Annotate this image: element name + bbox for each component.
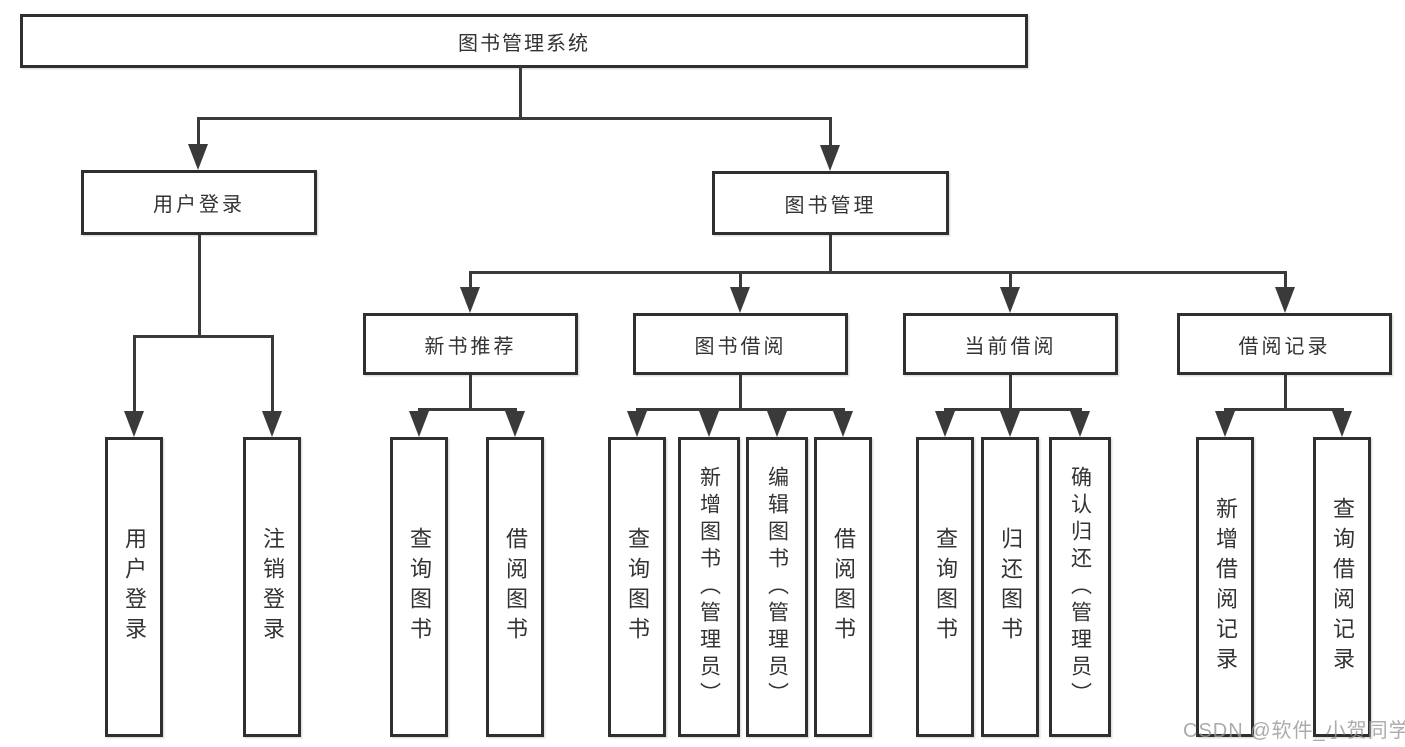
- connector-line: [198, 235, 201, 338]
- node-borrow-records: 借阅记录: [1177, 313, 1392, 375]
- connector-line: [739, 271, 742, 289]
- connector-line: [944, 408, 1082, 411]
- node-new-book-recommend: 新书推荐: [363, 313, 578, 375]
- leaf-borrow-books-borrow: 借阅图书: [814, 437, 872, 737]
- arrow-down-icon: [460, 287, 480, 313]
- leaf-user-login: 用户登录: [105, 437, 163, 737]
- arrow-down-icon: [820, 145, 840, 171]
- connector-line: [133, 335, 136, 413]
- arrow-down-icon: [409, 411, 429, 437]
- node-user-login: 用户登录: [81, 170, 317, 235]
- leaf-add-borrow-record: 新增借阅记录: [1196, 437, 1254, 737]
- connector-line: [1284, 375, 1287, 411]
- node-book-management: 图书管理: [712, 171, 949, 235]
- connector-line: [469, 271, 472, 289]
- connector-line: [1009, 375, 1012, 411]
- arrow-down-icon: [505, 411, 525, 437]
- leaf-edit-book-admin: 编辑图书（管理员）: [746, 437, 808, 737]
- arrow-down-icon: [1070, 411, 1090, 437]
- connector-line: [829, 235, 832, 274]
- connector-line: [636, 408, 845, 411]
- leaf-borrow-books-recommend: 借阅图书: [486, 437, 544, 737]
- arrow-down-icon: [833, 411, 853, 437]
- connector-line: [1009, 271, 1012, 289]
- arrow-down-icon: [262, 411, 282, 437]
- leaf-query-books-current: 查询图书: [916, 437, 974, 737]
- leaf-query-books-recommend: 查询图书: [390, 437, 448, 737]
- connector-line: [1224, 408, 1344, 411]
- arrow-down-icon: [1275, 287, 1295, 313]
- leaf-query-borrow-record: 查询借阅记录: [1313, 437, 1371, 737]
- arrow-down-icon: [935, 411, 955, 437]
- leaf-add-book-admin: 新增图书（管理员）: [678, 437, 740, 737]
- arrow-down-icon: [627, 411, 647, 437]
- leaf-confirm-return-admin: 确认归还（管理员）: [1049, 437, 1111, 737]
- connector-line: [469, 271, 1287, 274]
- connector-line: [739, 375, 742, 411]
- arrow-down-icon: [1000, 287, 1020, 313]
- arrow-down-icon: [188, 144, 208, 170]
- connector-line: [197, 117, 832, 120]
- connector-line: [829, 117, 832, 148]
- connector-line: [1284, 271, 1287, 289]
- arrow-down-icon: [1000, 411, 1020, 437]
- arrow-down-icon: [699, 411, 719, 437]
- node-current-borrow: 当前借阅: [903, 313, 1118, 375]
- connector-line: [418, 408, 517, 411]
- arrow-down-icon: [1332, 411, 1352, 437]
- leaf-return-books: 归还图书: [981, 437, 1039, 737]
- connector-line: [469, 375, 472, 411]
- node-book-borrow: 图书借阅: [633, 313, 848, 375]
- arrow-down-icon: [767, 411, 787, 437]
- node-book-management-system: 图书管理系统: [20, 14, 1028, 68]
- leaf-logout: 注销登录: [243, 437, 301, 737]
- arrow-down-icon: [124, 411, 144, 437]
- connector-line: [519, 66, 522, 119]
- arrow-down-icon: [1215, 411, 1235, 437]
- connector-line: [271, 335, 274, 413]
- connector-line: [197, 117, 200, 147]
- connector-line: [133, 335, 274, 338]
- watermark-text: CSDN @软件_小贺同学: [1183, 720, 1405, 742]
- arrow-down-icon: [730, 287, 750, 313]
- leaf-query-books-borrow: 查询图书: [608, 437, 666, 737]
